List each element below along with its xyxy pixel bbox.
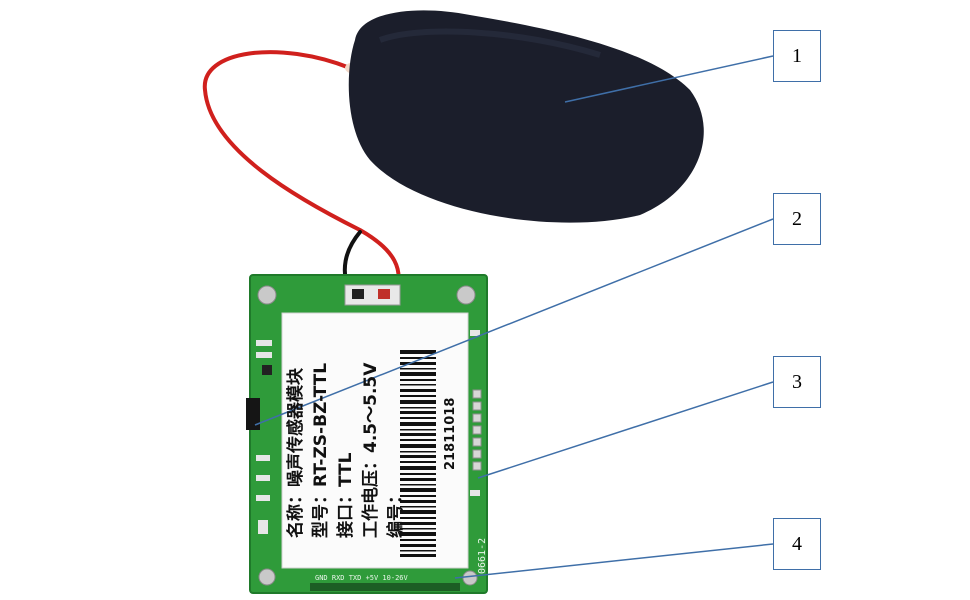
sticker-background <box>281 312 469 569</box>
sticker-model-line: 型号：RT-ZS-BZ-TTL <box>311 362 331 538</box>
sticker-text-block: 名称：噪声传感器模块 型号：RT-ZS-BZ-TTL 接口：TTL 工作电压：4… <box>284 318 409 538</box>
callout-line-1 <box>564 55 774 103</box>
sticker-name-line: 名称：噪声传感器模块 <box>286 368 306 538</box>
mounting-hole <box>462 570 478 586</box>
callout-label-2: 2 <box>773 193 821 245</box>
callout-label-3: 3 <box>773 356 821 408</box>
callout-line-2 <box>254 218 774 426</box>
callout-label-4: 4 <box>773 518 821 570</box>
red-wire <box>202 50 401 297</box>
mounting-hole <box>257 285 277 305</box>
serial-number: 21811018 <box>443 397 458 470</box>
mounting-hole <box>456 285 476 305</box>
pcb-edge-shade <box>249 274 488 594</box>
callout-line-3 <box>477 381 774 479</box>
sticker-interface-line: 接口：TTL <box>336 452 356 538</box>
callout-label-1: 1 <box>773 30 821 82</box>
sticker-voltage-line: 工作电压：4.5～5.5V <box>361 362 381 538</box>
mounting-hole <box>258 568 276 586</box>
pcb-pin-labels: GND RXD TXD +5V 10-26V <box>315 574 408 582</box>
foam-highlight <box>378 28 601 58</box>
callout-line-4 <box>454 543 774 579</box>
pcb-board-code: 0661-2 <box>477 537 488 574</box>
sticker-serial-label: 编号： <box>386 487 406 538</box>
side-component <box>246 398 260 430</box>
bottom-terminal-strip <box>310 583 460 591</box>
barcode <box>400 350 436 557</box>
pin-header <box>472 389 482 471</box>
foam-windscreen <box>348 10 704 223</box>
